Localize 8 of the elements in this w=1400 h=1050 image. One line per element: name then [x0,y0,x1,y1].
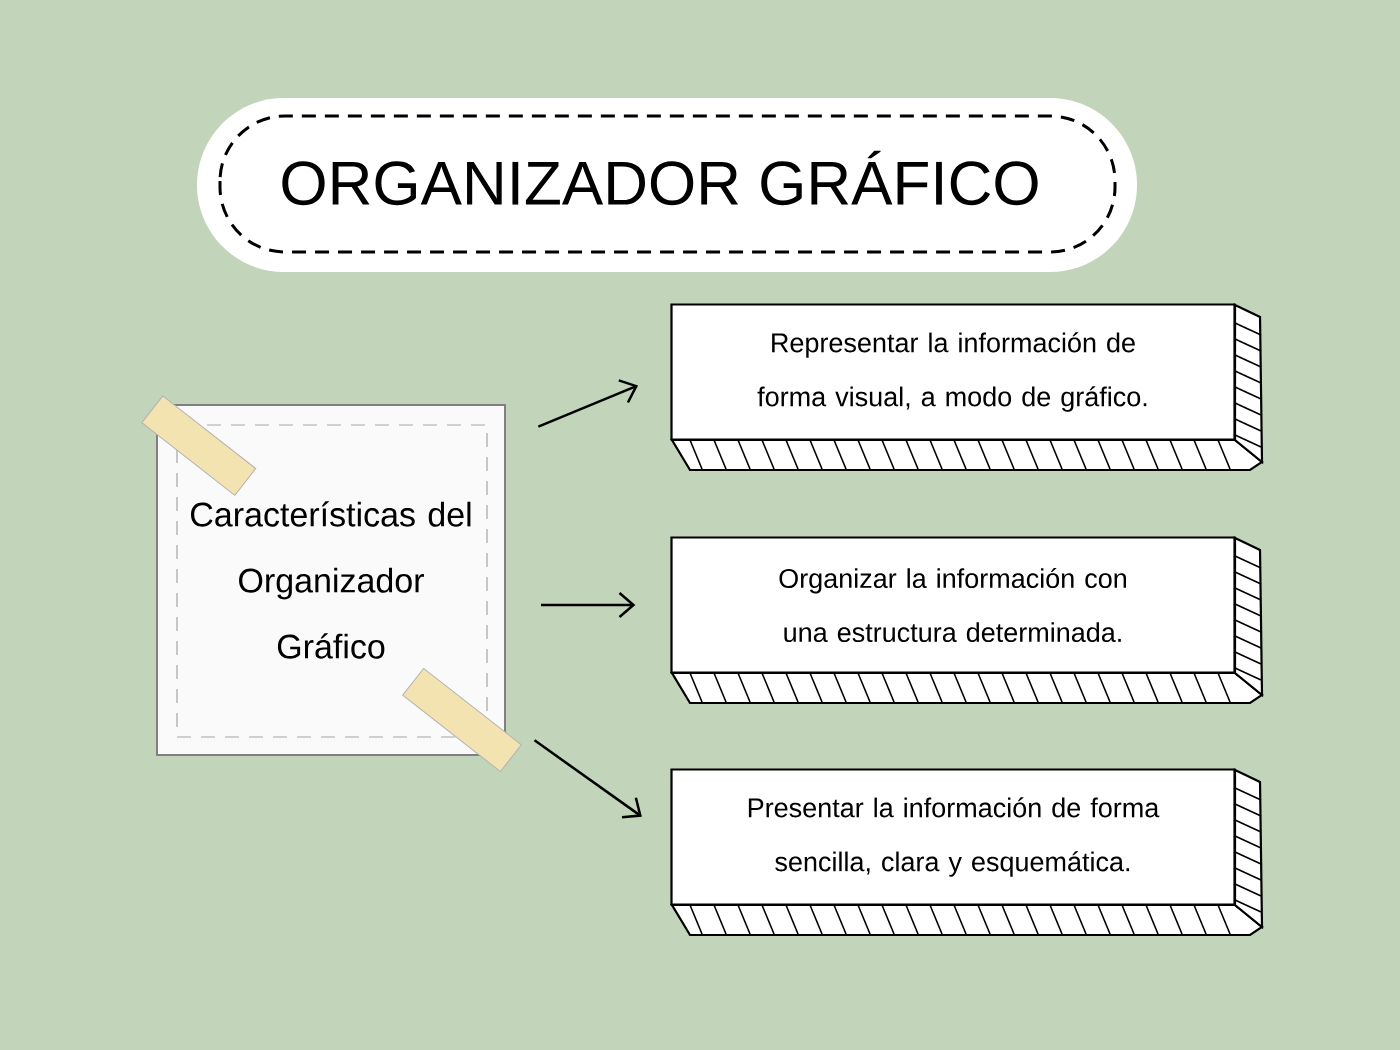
note-card: Características del Organizador Gráfico [141,395,522,773]
text-box: Organizar la información con una estructura determinada. [670,536,1264,705]
text-box: Presentar la información de forma sencilla, clara y esquemática. [670,768,1264,937]
text-box: Representar la información de forma visual, a modo de gráfico. [670,303,1264,472]
arrow [537,379,639,428]
title-pill: ORGANIZADOR GRÁFICO [197,98,1137,272]
arrow [541,592,636,618]
arrow [533,739,642,819]
